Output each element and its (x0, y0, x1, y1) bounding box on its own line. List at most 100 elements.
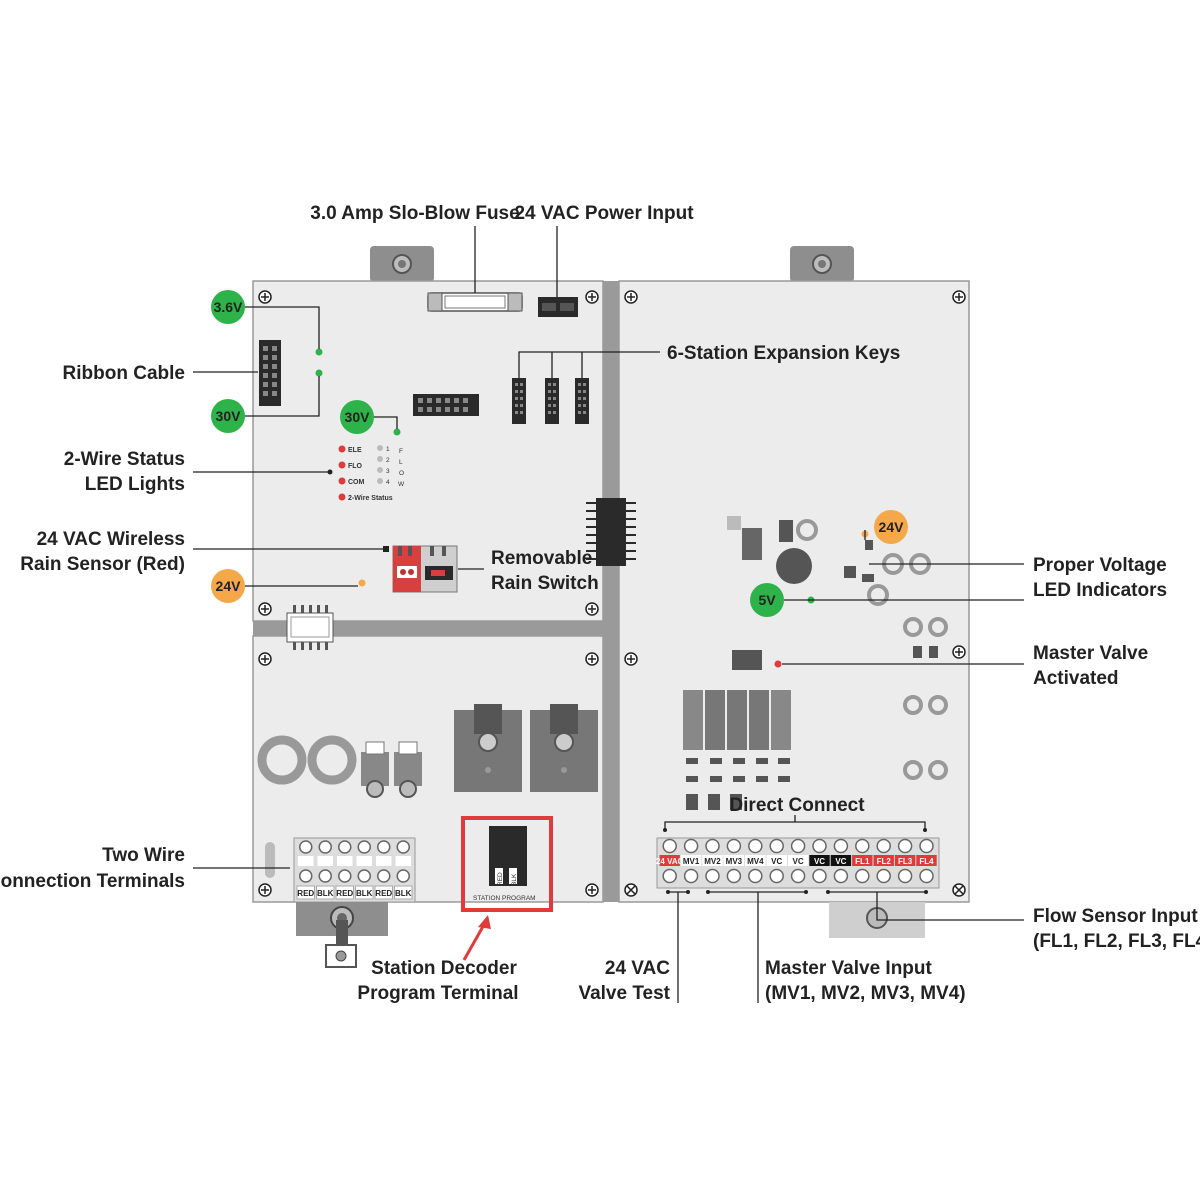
direct-connect-terminal[interactable]: VC (766, 838, 787, 884)
terminal-screw[interactable] (769, 868, 784, 884)
direct-connect-terminal-label: FL3 (898, 857, 913, 866)
rain-switch (392, 545, 458, 593)
terminal-screw[interactable] (396, 840, 410, 854)
two-wire-terminal-label: BLK (395, 889, 412, 898)
terminal-screw[interactable] (855, 838, 870, 854)
terminal-screw[interactable] (357, 840, 371, 854)
terminal-screw[interactable] (790, 838, 806, 854)
terminal-screw[interactable] (790, 868, 806, 884)
flow-led-1-label: 1 (386, 446, 390, 453)
badge-30v-left: 30V (211, 399, 245, 433)
terminal-screw[interactable] (833, 838, 849, 854)
terminal-label-box (873, 855, 894, 866)
label-ribbon-cable: Ribbon Cable (63, 363, 185, 384)
terminal-screw[interactable] (855, 868, 870, 884)
badge-30v-left-text: 30V (216, 408, 242, 424)
direct-connect-terminal[interactable]: VC (787, 838, 809, 884)
direct-connect-terminal[interactable]: FL3 (894, 838, 916, 884)
direct-connect-terminal-label: VC (814, 857, 825, 866)
terminal-screw[interactable] (318, 869, 332, 883)
terminal-screw[interactable] (897, 838, 913, 854)
leader-lines (193, 226, 1024, 1003)
top-mounting-tabs (370, 246, 854, 282)
flow-letter-o: O (399, 470, 404, 477)
two-wire-terminal[interactable]: RED (296, 840, 315, 900)
terminal-screw[interactable] (919, 868, 934, 884)
terminal-screw[interactable] (338, 840, 352, 854)
terminal-screw[interactable] (705, 868, 720, 884)
badge-24v-right: 24V (874, 510, 908, 544)
bottom-left-components (257, 704, 598, 878)
flow-led-4-label: 4 (386, 479, 390, 486)
terminal-screw[interactable] (662, 868, 677, 884)
badge-30v-mid-text: 30V (345, 409, 371, 425)
direct-connect-terminal[interactable]: FL2 (873, 838, 894, 884)
terminal-screw[interactable] (726, 868, 742, 884)
terminal-label-box (723, 855, 745, 866)
two-wire-status-led-panel: ELE FLO COM 2-Wire Status 1 2 3 4 F L O … (338, 445, 405, 502)
master-valve-led (774, 660, 782, 668)
terminal-screw[interactable] (299, 869, 313, 883)
flow-led-3-label: 3 (386, 468, 390, 475)
two-wire-terminal[interactable]: BLK (316, 840, 335, 900)
terminal-screw[interactable] (299, 840, 313, 854)
terminal-screw[interactable] (769, 838, 784, 854)
terminal-screw[interactable] (833, 868, 849, 884)
label-valve-test-line2: Valve Test (578, 983, 670, 1004)
direct-connect-terminal[interactable]: FL1 (852, 838, 873, 884)
terminal-screw[interactable] (748, 838, 763, 854)
terminal-screw[interactable] (338, 869, 352, 883)
station-program-label: STATION PROGRAM (473, 895, 536, 902)
terminal-slot (337, 856, 353, 866)
terminal-label-box (680, 855, 702, 866)
direct-connect-terminal[interactable]: FL4 (916, 838, 937, 884)
terminal-screw[interactable] (705, 838, 720, 854)
two-wire-terminal-label: BLK (356, 889, 373, 898)
badge-30v-mid: 30V (340, 400, 374, 434)
terminal-label-box (316, 885, 335, 900)
terminal-screw[interactable] (876, 868, 891, 884)
terminal-screw[interactable] (919, 838, 934, 854)
terminal-screw[interactable] (318, 840, 332, 854)
terminal-screw[interactable] (377, 840, 391, 854)
two-wire-terminal[interactable]: BLK (394, 840, 413, 900)
terminal-screw[interactable] (396, 869, 410, 883)
terminal-screw[interactable] (748, 868, 763, 884)
two-wire-terminal[interactable]: RED (374, 840, 393, 900)
station-program-blk-label: BLK (511, 873, 518, 886)
two-wire-terminal[interactable]: RED (335, 840, 354, 900)
terminal-screw[interactable] (662, 838, 677, 854)
board-right (618, 280, 970, 903)
led-3v6 (315, 348, 323, 356)
terminal-screw[interactable] (357, 869, 371, 883)
terminal-label-box (787, 855, 809, 866)
terminal-screw[interactable] (876, 838, 891, 854)
terminal-screw[interactable] (812, 838, 827, 854)
direct-connect-terminal[interactable]: VC (830, 838, 852, 884)
label-two-wire-terminals-line2: Connection Terminals (0, 871, 185, 892)
direct-connect-terminal[interactable]: MV3 (723, 838, 745, 884)
two-wire-terminal[interactable]: BLK (355, 840, 374, 900)
terminal-screw[interactable] (726, 838, 742, 854)
label-valve-test-line1: 24 VAC (605, 958, 670, 979)
label-expansion-keys: 6-Station Expansion Keys (667, 343, 900, 364)
label-fuse: 3.0 Amp Slo-Blow Fuse (310, 203, 519, 224)
callout-labels: 3.0 Amp Slo-Blow Fuse 24 VAC Power Input… (0, 203, 1200, 1004)
direct-connect-terminal[interactable]: MV1 (680, 838, 702, 884)
label-station-decoder-line1: Station Decoder (371, 958, 517, 979)
terminal-screw[interactable] (897, 868, 913, 884)
led-30v-left (315, 369, 323, 377)
terminal-screw[interactable] (377, 869, 391, 883)
terminal-screw[interactable] (683, 838, 699, 854)
direct-connect-terminal[interactable]: VC (809, 838, 830, 884)
direct-connect-terminal[interactable]: MV2 (702, 838, 723, 884)
flow-letter-f: F (399, 448, 403, 455)
direct-connect-terminal[interactable]: MV4 (745, 838, 766, 884)
ribbon-cable-connector (259, 340, 281, 406)
label-proper-voltage-line2: LED Indicators (1033, 580, 1167, 601)
terminal-screw[interactable] (683, 868, 699, 884)
terminal-screw[interactable] (812, 868, 827, 884)
direct-connect-terminal[interactable]: 24 VAC (656, 838, 684, 884)
